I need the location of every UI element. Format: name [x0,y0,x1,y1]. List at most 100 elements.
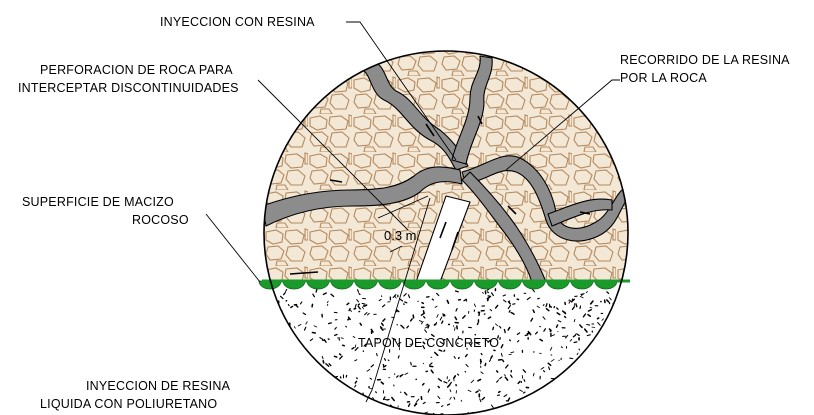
concrete-speckle [438,386,439,387]
concrete-speckle [522,375,523,378]
concrete-speckle [621,387,622,390]
concrete-speckle [510,340,511,341]
concrete-speckle [557,325,558,327]
concrete-speckle [524,392,526,393]
concrete-speckle [553,393,554,395]
concrete-speckle [317,391,320,393]
concrete-speckle [264,303,267,305]
label-drilling-line1: PERFORACION DE ROCA PARA [40,63,233,77]
concrete-speckle [579,349,580,350]
concrete-speckle [581,375,584,377]
concrete-speckle [368,408,370,409]
concrete-speckle [565,317,566,318]
concrete-speckle [359,294,360,295]
concrete-speckle [447,404,449,405]
concrete-speckle [302,356,303,358]
label-liquid-line2: LIQUIDA CON POLIURETANO [40,397,217,411]
concrete-speckle [621,396,624,398]
concrete-speckle [405,302,407,303]
concrete-speckle [566,413,569,415]
concrete-speckle [345,397,346,399]
concrete-speckle [598,318,599,319]
concrete-speckle [630,386,632,387]
concrete-speckle [600,397,601,399]
concrete-speckle [290,371,291,372]
concrete-speckle [271,332,272,334]
concrete-speckle [329,323,332,324]
concrete-speckle [306,403,307,405]
concrete-speckle [263,377,264,379]
concrete-speckle [290,337,293,338]
concrete-speckle [497,371,498,372]
concrete-speckle [573,381,575,382]
concrete-speckle [574,342,577,343]
concrete-speckle [543,305,544,306]
concrete-speckle [540,326,541,327]
concrete-speckle [312,333,315,334]
concrete-speckle [629,316,631,317]
concrete-speckle [423,384,424,385]
concrete-speckle [606,392,609,393]
concrete-speckle [371,407,373,410]
concrete-speckle [282,330,285,331]
concrete-speckle [622,301,625,302]
concrete-speckle [586,405,589,408]
concrete-speckle [592,378,594,381]
concrete-speckle [600,399,602,400]
concrete-speckle [630,361,631,364]
concrete-speckle [609,376,610,378]
concrete-speckle [626,290,628,291]
concrete-speckle [294,406,296,409]
concrete-speckle [612,331,615,333]
concrete-speckle [267,355,268,357]
concrete-speckle [531,395,534,397]
concrete-speckle [295,400,296,401]
concrete-speckle [351,410,353,413]
concrete-speckle [595,393,597,394]
concrete-speckle [377,354,378,356]
concrete-speckle [349,391,351,394]
concrete-speckle [349,309,350,311]
concrete-speckle [422,303,423,304]
concrete-speckle [587,335,590,336]
concrete-speckle [608,392,611,393]
concrete-speckle [622,349,625,350]
concrete-speckle [277,343,278,346]
concrete-speckle [555,399,558,401]
concrete-speckle [488,296,491,297]
label-concrete-plug: TAPON DE CONCRETO [358,336,499,350]
concrete-speckle [623,386,624,387]
concrete-speckle [513,314,514,315]
concrete-speckle [562,395,564,396]
concrete-speckle [267,396,270,397]
concrete-speckle [326,380,327,382]
concrete-speckle [620,412,621,415]
concrete-speckle [317,401,319,402]
label-surface-line2: ROCOSO [132,213,189,227]
concrete-speckle [314,367,317,368]
concrete-speckle [623,393,624,395]
concrete-speckle [265,371,268,372]
concrete-speckle [626,302,629,304]
concrete-speckle [601,392,602,395]
concrete-speckle [465,371,466,372]
concrete-speckle [261,357,264,358]
concrete-speckle [296,384,297,386]
concrete-speckle [275,409,277,412]
concrete-speckle [444,315,445,316]
concrete-speckle [500,411,502,412]
concrete-speckle [628,405,630,407]
concrete-speckle [411,363,412,365]
concrete-speckle [434,324,435,325]
concrete-speckle [485,364,486,366]
concrete-speckle [608,360,609,363]
label-injection-resin: INYECCION CON RESINA [160,15,315,29]
concrete-speckle [269,367,271,368]
concrete-speckle [313,395,315,398]
concrete-speckle [299,401,301,404]
concrete-speckle [602,331,604,333]
concrete-speckle [334,356,336,357]
concrete-speckle [538,298,539,299]
concrete-speckle [570,358,573,359]
